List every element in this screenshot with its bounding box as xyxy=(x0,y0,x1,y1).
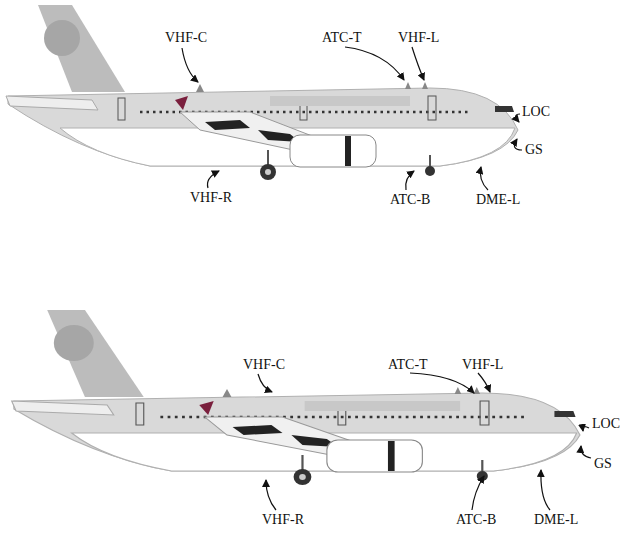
antenna-label: ATC-T xyxy=(322,30,362,46)
aircraft-bottom xyxy=(12,310,580,485)
antenna-label: LOC xyxy=(592,416,620,432)
antenna-label: GS xyxy=(594,456,612,472)
antenna-label: ATC-B xyxy=(456,512,496,528)
antenna-label: ATC-T xyxy=(388,357,428,373)
antenna-label: GS xyxy=(525,142,543,158)
antenna-label: ATC-B xyxy=(390,192,430,208)
antenna-label: VHF-C xyxy=(243,357,285,373)
antenna-label: VHF-L xyxy=(398,30,439,46)
aircraft-top xyxy=(6,5,518,180)
antenna-label: VHF-R xyxy=(262,512,304,528)
antenna-label: VHF-L xyxy=(462,357,503,373)
antenna-label: LOC xyxy=(522,104,550,120)
leader-lines xyxy=(182,47,591,510)
antenna-label: VHF-C xyxy=(165,30,207,46)
antenna-label: VHF-R xyxy=(190,190,232,206)
antenna-label: DME-L xyxy=(476,192,520,208)
antenna-label: DME-L xyxy=(534,512,578,528)
